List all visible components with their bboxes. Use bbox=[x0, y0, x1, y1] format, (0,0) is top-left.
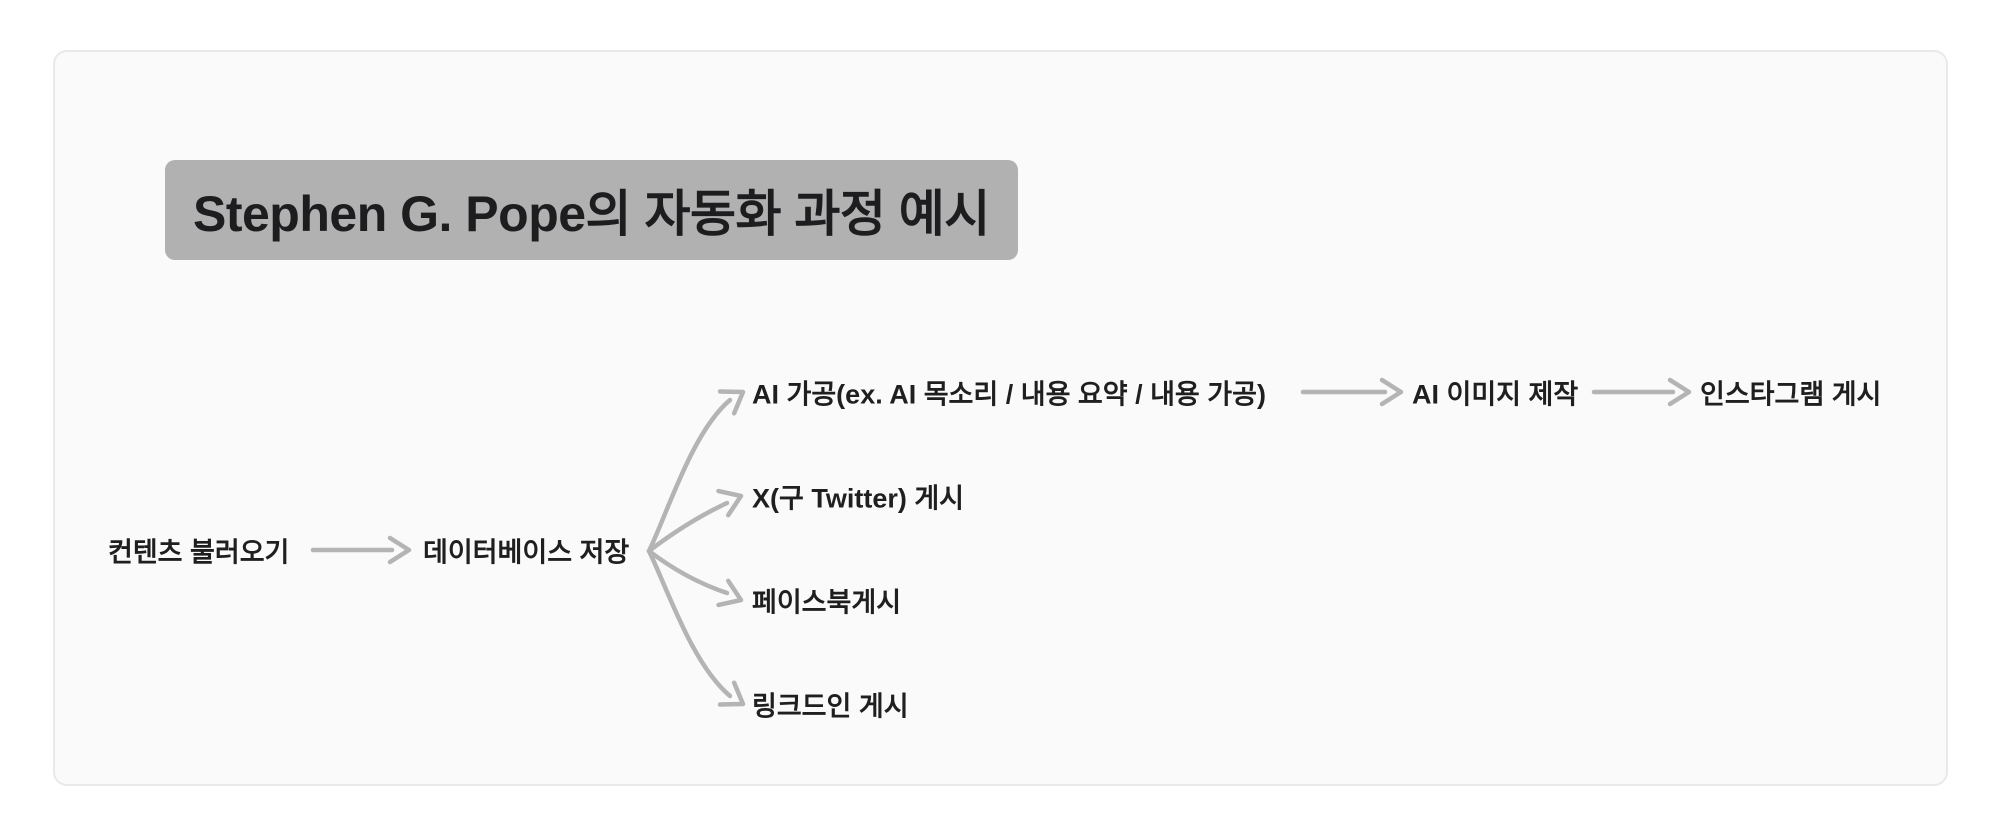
diagram-title-box: Stephen G. Pope의 자동화 과정 예시 bbox=[165, 160, 1018, 260]
branch-curve-linkedin bbox=[646, 548, 733, 699]
node-ai-processing: AI 가공(ex. AI 목소리 / 내용 요약 / 내용 가공) bbox=[752, 379, 1266, 410]
diagram-title: Stephen G. Pope의 자동화 과정 예시 bbox=[193, 186, 990, 242]
arrowhead-linkedin-icon bbox=[717, 680, 746, 707]
node-ai-image: AI 이미지 제작 bbox=[1412, 379, 1579, 410]
branch-curve-twitter bbox=[646, 500, 730, 554]
arrowhead-root-to-database-icon bbox=[387, 535, 412, 565]
node-facebook: 페이스북게시 bbox=[752, 587, 902, 618]
arrowhead-ai-icon bbox=[717, 389, 746, 416]
diagram-card: Stephen G. Pope의 자동화 과정 예시 bbox=[53, 50, 1948, 786]
arrowhead-facebook-icon bbox=[716, 578, 744, 608]
arrowhead-twitter-icon bbox=[716, 488, 744, 518]
node-database: 데이터베이스 저장 bbox=[423, 537, 630, 568]
arrowhead-ai-to-image-icon bbox=[1379, 377, 1404, 407]
node-linkedin: 링크드인 게시 bbox=[752, 691, 909, 722]
node-root: 컨텐츠 불러오기 bbox=[108, 537, 290, 568]
arrowhead-image-to-instagram-icon bbox=[1667, 377, 1692, 407]
branch-curve-facebook bbox=[646, 548, 730, 596]
branch-curve-ai bbox=[646, 397, 733, 554]
node-twitter: X(구 Twitter) 게시 bbox=[752, 483, 965, 514]
node-instagram: 인스타그램 게시 bbox=[1700, 379, 1882, 410]
